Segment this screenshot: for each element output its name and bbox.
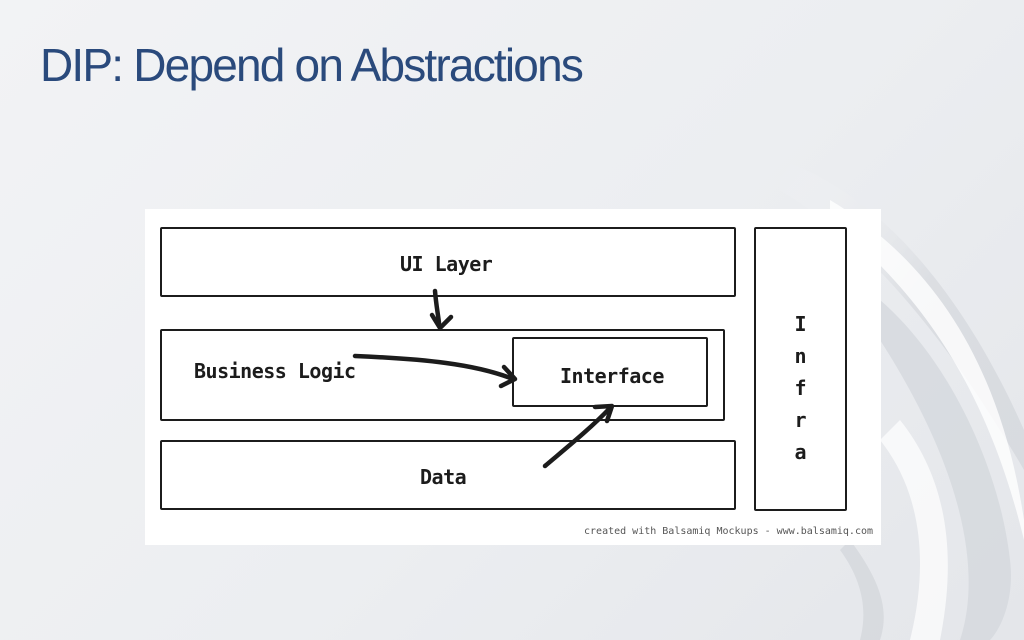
infra-box: I n f r a <box>754 227 847 511</box>
infra-letter: f <box>794 376 807 400</box>
data-label: Data <box>420 465 467 489</box>
data-box <box>160 440 736 510</box>
infra-letter: a <box>794 440 807 464</box>
business-logic-box <box>160 329 725 421</box>
infra-letter: r <box>794 408 807 432</box>
ui-to-business-arrow <box>429 288 454 331</box>
interface-label: Interface <box>560 364 664 388</box>
dependency-arrows <box>352 288 615 469</box>
infra-letter: n <box>794 344 807 368</box>
business-to-interface-arrow <box>352 353 518 389</box>
data-to-interface-arrow <box>542 403 615 469</box>
ui-layer-label: UI Layer <box>400 252 493 276</box>
ui-layer-box <box>160 227 736 297</box>
business-logic-label: Business Logic <box>194 359 356 383</box>
infra-letter: I <box>794 312 807 336</box>
dip-diagram: I n f r a UI Layer Business Logic Interf… <box>145 209 881 545</box>
balsamiq-credit: created with Balsamiq Mockups - www.bals… <box>584 526 873 537</box>
slide-title: DIP: Depend on Abstractions <box>40 39 584 91</box>
